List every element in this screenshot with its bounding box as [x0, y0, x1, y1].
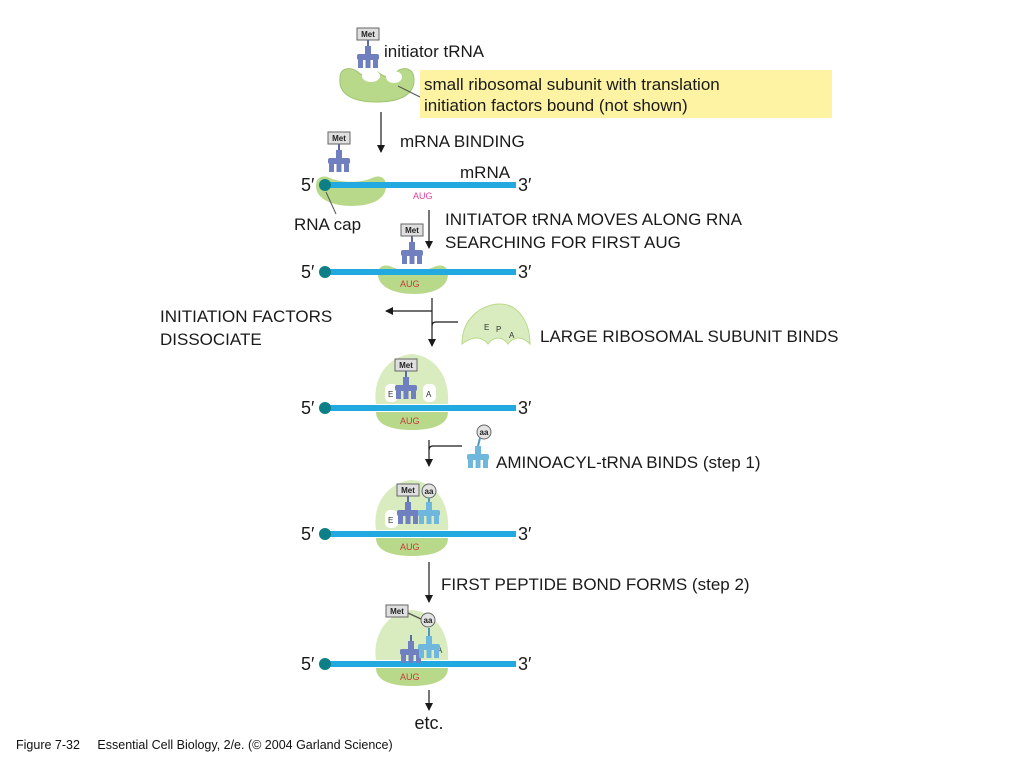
five-prime-label: 5′ — [301, 524, 315, 544]
aug-codon: AUG — [400, 542, 420, 552]
three-prime-label: 3′ — [518, 524, 532, 544]
rna-cap-label: RNA cap — [294, 215, 361, 234]
svg-text:Met: Met — [399, 361, 413, 370]
stage-4-ribosome-assembled: E A 5′ 3′ AUG Met — [301, 354, 532, 430]
five-prime-label: 5′ — [301, 398, 315, 418]
svg-text:Met: Met — [361, 30, 375, 39]
met-tag — [385, 604, 409, 618]
small-subunit-label-1: small ribosomal subunit with translation — [424, 75, 720, 94]
mrna-strand — [326, 405, 516, 411]
callout-line — [325, 191, 337, 215]
svg-text:aa: aa — [424, 616, 433, 625]
small-ribosomal-subunit — [376, 668, 448, 686]
join-arrow — [431, 321, 458, 327]
small-ribosomal-subunit — [376, 538, 448, 556]
aminoacyl-trna: aa — [418, 483, 440, 524]
svg-text:A: A — [509, 331, 515, 340]
aa-ball — [476, 424, 492, 440]
mrna-strand — [326, 269, 516, 275]
subunit-cleft — [362, 70, 380, 82]
join-arrow — [428, 445, 462, 451]
rna-cap — [319, 528, 331, 540]
five-prime-label: 5′ — [301, 175, 315, 195]
mrna-label: mRNA — [460, 163, 511, 182]
large-ribosomal-subunit: E P A — [461, 303, 531, 346]
e-site — [385, 384, 398, 402]
stage-5-aminoacyl-bound: E 5′ 3′ AUG Met aa — [301, 480, 532, 556]
mrna-strand — [326, 531, 516, 537]
initiator-trna: Met — [400, 223, 424, 264]
three-prime-label: 3′ — [518, 398, 532, 418]
svg-text:A: A — [437, 646, 443, 655]
factors-label-2: DISSOCIATE — [160, 330, 262, 349]
stage-1-small-subunit: Met initiator tRNA small ribosomal subun… — [339, 27, 832, 118]
stage-3-aug-found: 5′ 3′ AUG Met — [301, 223, 532, 294]
initiator-trna: Met — [327, 131, 351, 172]
svg-text:A: A — [426, 390, 432, 399]
aug-codon: AUG — [413, 191, 433, 201]
aug-codon: AUG — [400, 279, 420, 289]
svg-text:E: E — [388, 516, 393, 525]
stage-6-peptide-bond: A 5′ 3′ AUG Met aa — [301, 604, 532, 686]
initiator-trna: Met — [396, 483, 420, 524]
figure-source: Essential Cell Biology, 2/e. (© 2004 Gar… — [97, 738, 393, 752]
figure-number: Figure 7-32 — [16, 738, 80, 752]
svg-text:Met: Met — [405, 226, 419, 235]
highlight-box — [420, 70, 832, 118]
three-prime-label: 3′ — [518, 262, 532, 282]
deacylated-trna — [400, 635, 422, 663]
moves-label-1: INITIATOR tRNA MOVES ALONG RNA — [445, 210, 743, 229]
svg-text:E: E — [388, 390, 393, 399]
peptidyl-trna — [418, 628, 440, 658]
peptide-bond-label: FIRST PEPTIDE BOND FORMS (step 2) — [441, 575, 750, 594]
figure-caption: Figure 7-32 Essential Cell Biology, 2/e.… — [16, 738, 393, 752]
mrna-binding-label: mRNA BINDING — [400, 132, 525, 151]
five-prime-label: 5′ — [301, 654, 315, 674]
small-subunit-label-2: initiation factors bound (not shown) — [424, 96, 688, 115]
rna-cap — [319, 658, 331, 670]
svg-text:E: E — [484, 323, 489, 332]
svg-text:P: P — [496, 325, 501, 334]
initiator-trna-label: initiator tRNA — [384, 42, 485, 61]
three-prime-label: 3′ — [518, 175, 532, 195]
rna-cap — [319, 402, 331, 414]
mrna-strand — [326, 182, 516, 188]
initiator-trna: Met — [356, 27, 380, 68]
moves-label-2: SEARCHING FOR FIRST AUG — [445, 233, 681, 252]
aminoacyl-trna: aa — [467, 424, 492, 468]
small-ribosomal-subunit — [376, 412, 448, 430]
large-subunit-label: LARGE RIBOSOMAL SUBUNIT BINDS — [540, 327, 839, 346]
subunit-cleft — [386, 71, 402, 83]
aa-ball — [420, 612, 436, 628]
svg-text:Met: Met — [401, 486, 415, 495]
factors-label-1: INITIATION FACTORS — [160, 307, 332, 326]
five-prime-label: 5′ — [301, 262, 315, 282]
peptide-bond — [407, 612, 422, 620]
aminoacyl-label: AMINOACYL-tRNA BINDS (step 1) — [496, 453, 761, 472]
svg-text:aa: aa — [425, 487, 434, 496]
aug-codon: AUG — [400, 416, 420, 426]
initiator-trna: Met — [394, 358, 418, 399]
mrna-strand — [326, 661, 516, 667]
a-site — [423, 384, 436, 402]
three-prime-label: 3′ — [518, 654, 532, 674]
e-site — [385, 510, 398, 528]
svg-text:aa: aa — [480, 428, 489, 437]
aug-codon: AUG — [400, 672, 420, 682]
stage-2-mrna-bound: 5′ 3′ mRNA AUG Met RNA cap — [294, 131, 532, 234]
rna-cap — [319, 179, 331, 191]
etc-label: etc. — [414, 713, 443, 733]
svg-text:Met: Met — [332, 134, 346, 143]
svg-text:Met: Met — [390, 607, 404, 616]
rna-cap — [319, 266, 331, 278]
callout-line — [397, 85, 425, 100]
